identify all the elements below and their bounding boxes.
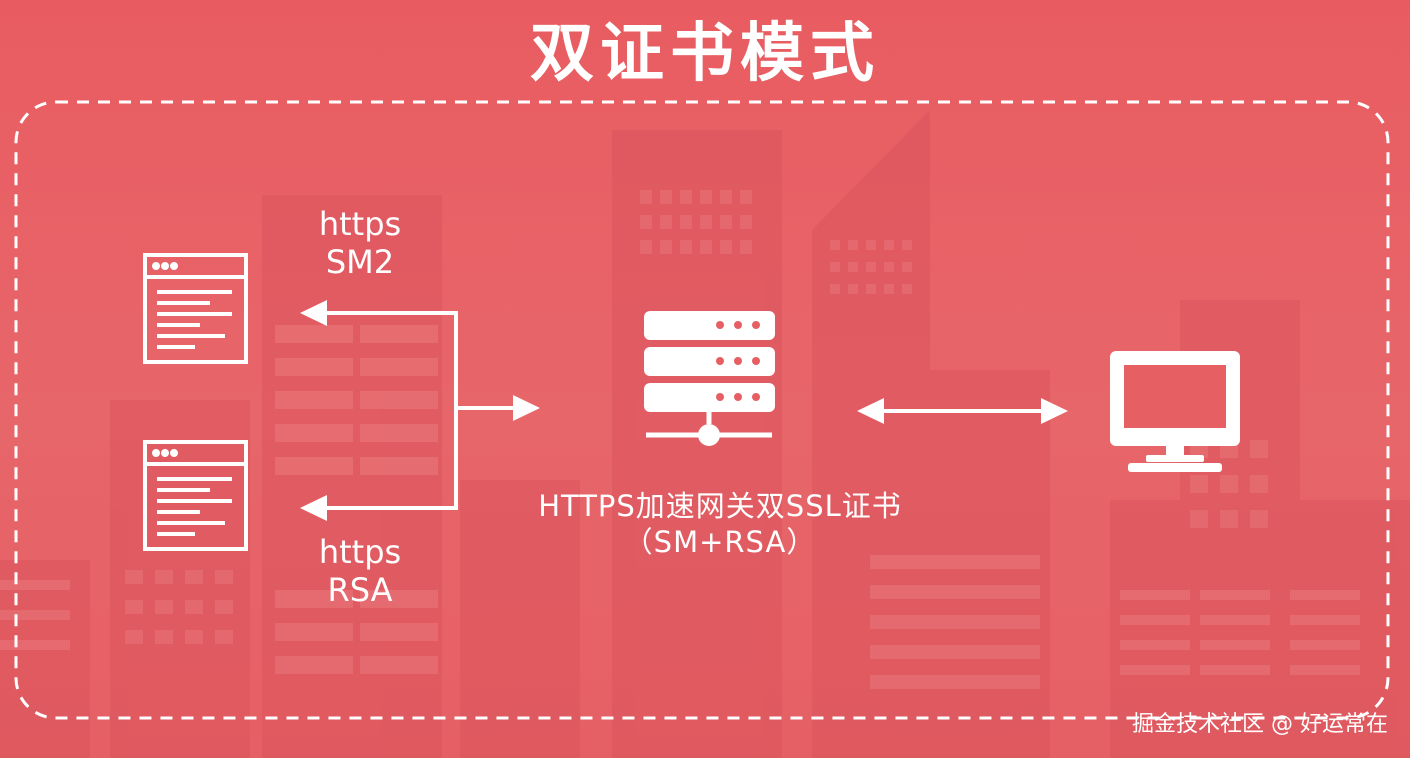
arrow-to-rsa-client [300, 495, 327, 521]
cert-label: SM2 [325, 243, 395, 281]
cert-label: RSA [327, 571, 393, 609]
monitor-icon [1110, 351, 1240, 472]
protocol-label: https [318, 533, 402, 571]
gateway-name: HTTPS加速网关双SSL证书 [538, 489, 902, 523]
label-sm2-client: https SM2 [300, 205, 420, 281]
browser-window-icon [143, 253, 248, 364]
gateway-label: HTTPS加速网关双SSL证书 （SM+RSA） [440, 488, 1000, 560]
server-icon [644, 311, 775, 446]
browser-window-icon [143, 440, 248, 551]
dashed-frame [14, 100, 1390, 720]
protocol-label: https [318, 205, 402, 243]
watermark: 掘金技术社区 @ 好运常在 [1132, 712, 1388, 737]
arrow-to-gateway [513, 395, 540, 421]
gateway-cert-types: （SM+RSA） [623, 525, 817, 559]
page-title: 双证书模式 [530, 17, 880, 91]
label-rsa-client: https RSA [300, 533, 420, 609]
double-arrow [857, 398, 1068, 424]
left-connector [300, 300, 540, 521]
arrow-to-sm2-client [300, 300, 327, 326]
